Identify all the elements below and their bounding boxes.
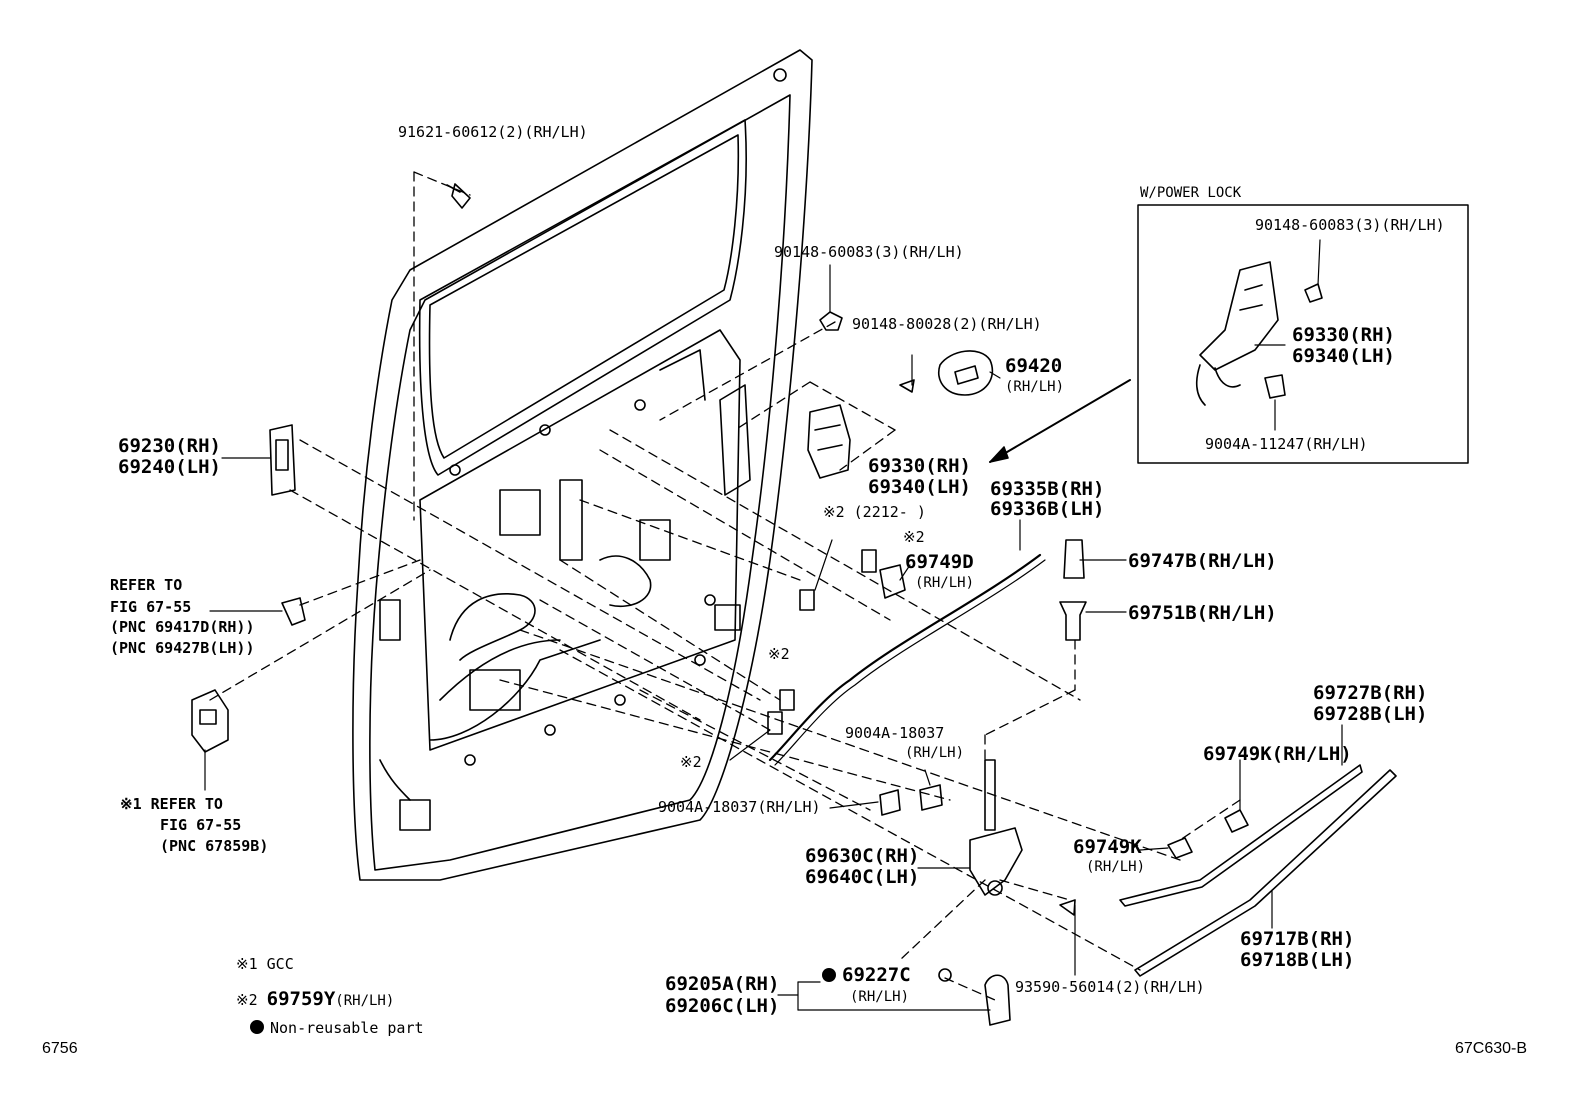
door-panel xyxy=(352,49,813,881)
refer-lower-line3: (PNC 67859B) xyxy=(160,837,269,855)
label-69630c-rh: 69630C(RH) xyxy=(805,845,920,867)
refer-lower-line2: FIG 67-55 xyxy=(160,816,242,834)
label-note2-2212: ※2 (2212- ) xyxy=(823,503,926,521)
label-69749k-b: 69749K xyxy=(1073,836,1142,858)
inset-title: W/POWER LOCK xyxy=(1140,185,1242,201)
components xyxy=(191,183,1397,1026)
label-69640c-lh: 69640C(LH) xyxy=(805,866,920,888)
inset-label-9004a: 9004A-11247(RH/LH) xyxy=(1205,435,1368,453)
label-69728b-lh: 69728B(LH) xyxy=(1313,703,1428,725)
label-69336b-lh: 69336B(LH) xyxy=(990,498,1105,520)
label-69751b: 69751B(RH/LH) xyxy=(1128,602,1277,624)
legend-note2: ※2 69759Y(RH/LH) xyxy=(236,990,394,1009)
legend-nonreusable-text: Non-reusable part xyxy=(270,1019,424,1037)
inset-label-69330: 69330(RH) xyxy=(1292,324,1395,346)
legend-nonreusable: Non-reusable part xyxy=(250,1020,424,1036)
footer-left-code: 6756 xyxy=(42,1040,78,1057)
refer-lower-line1: ※1 REFER TO xyxy=(120,795,223,813)
refer-upper-line4: (PNC 69427B(LH)) xyxy=(110,639,255,657)
label-note2-a: ※2 xyxy=(903,528,925,546)
label-69340-lh: 69340(LH) xyxy=(868,476,971,498)
power-lock-inset xyxy=(1137,204,1469,464)
label-69717b-rh: 69717B(RH) xyxy=(1240,928,1355,950)
inset-label-90148: 90148-60083(3)(RH/LH) xyxy=(1255,216,1445,234)
label-93590-56014: 93590-56014(2)(RH/LH) xyxy=(1015,978,1205,996)
legend-dot-icon xyxy=(250,1020,264,1034)
label-69749k-a: 69749K(RH/LH) xyxy=(1203,743,1352,765)
label-90148-80028: 90148-80028(2)(RH/LH) xyxy=(852,315,1042,333)
label-69330-rh: 69330(RH) xyxy=(868,455,971,477)
label-69420: 69420 xyxy=(1005,355,1063,377)
label-69749d-side: (RH/LH) xyxy=(915,575,975,591)
label-69227c: 69227C xyxy=(822,966,911,985)
label-90148-60083: 90148-60083(3)(RH/LH) xyxy=(774,243,964,261)
legend-note2-mark: ※2 xyxy=(236,991,258,1009)
legend-note1: ※1 GCC xyxy=(236,955,294,973)
label-69227c-side: (RH/LH) xyxy=(850,989,910,1005)
refer-upper-line2: FIG 67-55 xyxy=(110,598,192,616)
legend-note2-part: 69759Y xyxy=(266,988,336,1010)
label-9004a-18037-a-side: (RH/LH) xyxy=(905,745,965,761)
label-69420-side: (RH/LH) xyxy=(1005,379,1065,395)
label-note2-c: ※2 xyxy=(680,753,702,771)
refer-upper-line1: REFER TO xyxy=(110,576,183,594)
label-91621-60612: 91621-60612(2)(RH/LH) xyxy=(398,123,588,141)
label-69205a-rh: 69205A(RH) xyxy=(665,973,780,995)
label-69335b-rh: 69335B(RH) xyxy=(990,478,1105,500)
label-69749d: 69749D xyxy=(905,551,974,573)
label-69240-lh: 69240(LH) xyxy=(118,456,221,478)
label-69718b-lh: 69718B(LH) xyxy=(1240,949,1355,971)
label-69206c-lh: 69206C(LH) xyxy=(665,995,780,1017)
label-69747b: 69747B(RH/LH) xyxy=(1128,550,1277,572)
footer-right-code: 67C630-B xyxy=(1455,1040,1528,1057)
label-69749k-b-side: (RH/LH) xyxy=(1086,859,1146,875)
label-69727b-rh: 69727B(RH) xyxy=(1313,682,1428,704)
inset-arrow xyxy=(989,379,1131,463)
label-9004a-18037-b: 9004A-18037(RH/LH) xyxy=(658,798,821,816)
leader-lines xyxy=(209,171,1241,1001)
label-note2-b: ※2 xyxy=(768,645,790,663)
inset-label-69340: 69340(LH) xyxy=(1292,345,1395,367)
non-reusable-dot-icon xyxy=(822,968,836,982)
label-9004a-18037-a: 9004A-18037 xyxy=(845,724,945,742)
solid-leaders xyxy=(204,264,1343,1011)
label-69227c-text: 69227C xyxy=(842,964,911,986)
label-69230-rh: 69230(RH) xyxy=(118,435,221,457)
refer-upper-line3: (PNC 69417D(RH)) xyxy=(110,618,255,636)
legend-note2-side: (RH/LH) xyxy=(335,993,395,1009)
